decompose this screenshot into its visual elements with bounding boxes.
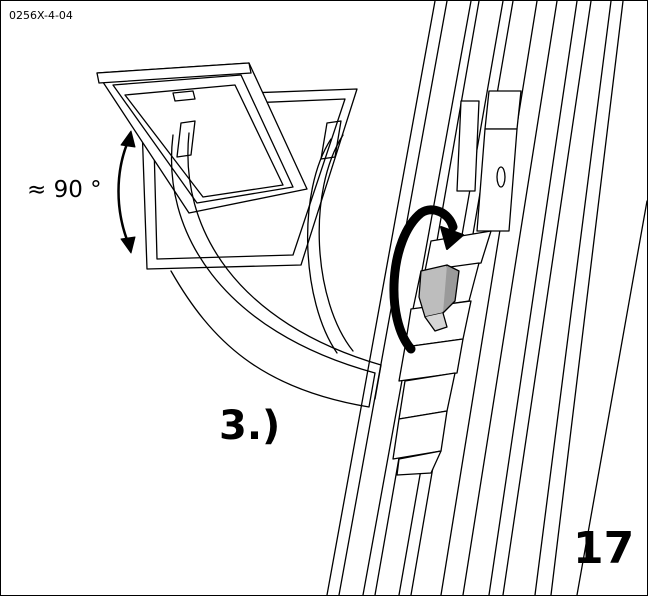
step-label: 3.) [219, 403, 281, 449]
hinge-arms [176, 120, 342, 160]
angle-label: ≈ 90 ° [27, 177, 102, 203]
ribbon-straps [170, 132, 382, 408]
window-frame-rails [326, 1, 647, 595]
page-number: 17 [573, 523, 635, 574]
latch-handle [418, 264, 460, 332]
angle-arrow-icon [117, 130, 136, 254]
document-code: 0256X-4-04 [9, 9, 73, 22]
rotation-arrow-icon [389, 205, 464, 354]
window-sash [96, 62, 358, 270]
